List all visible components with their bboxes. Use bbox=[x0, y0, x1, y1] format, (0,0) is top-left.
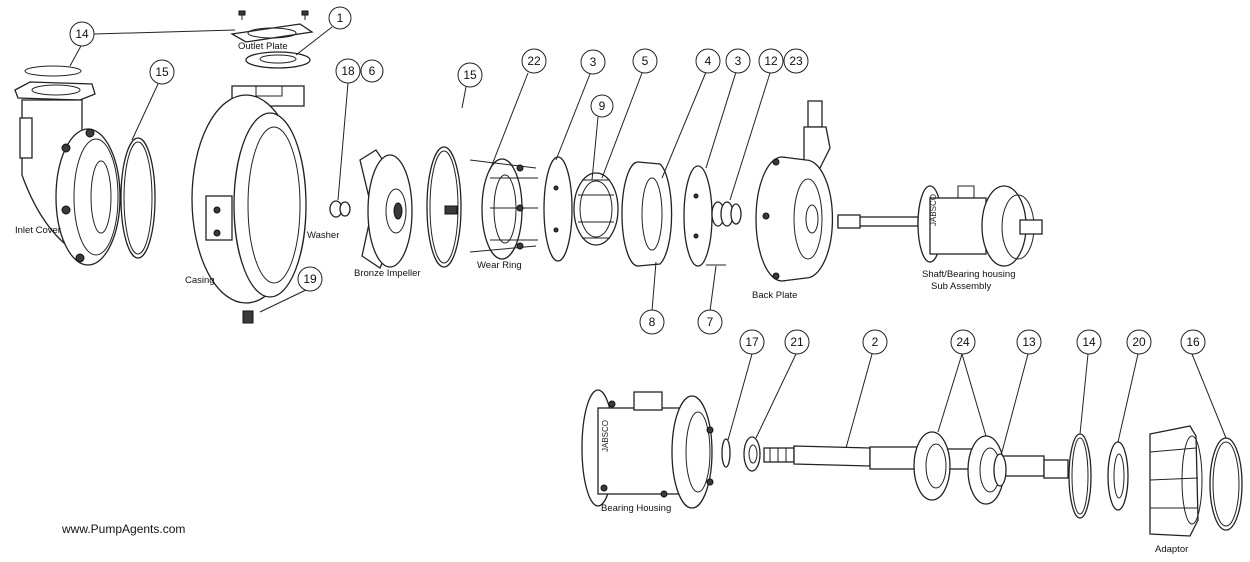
shaft-bearing-housing-sub-assembly: JABSCO Shaft/Bearing housing Sub Assembl… bbox=[837, 185, 1043, 292]
svg-text:20: 20 bbox=[1132, 335, 1146, 349]
washer-21 bbox=[743, 436, 761, 472]
callout-23: 23 bbox=[783, 48, 809, 74]
callout-24: 24 bbox=[950, 329, 976, 355]
seal-20 bbox=[1107, 441, 1129, 511]
callout-5: 5 bbox=[632, 48, 658, 74]
outlet-plate: Outlet Plate bbox=[230, 10, 314, 69]
callout-6: 6 bbox=[360, 59, 384, 83]
callout-1: 1 bbox=[328, 6, 352, 30]
svg-text:19: 19 bbox=[303, 272, 317, 286]
bearing-housing-label: Bearing Housing bbox=[601, 503, 671, 514]
shaft-housing-label-line1: Shaft/Bearing housing bbox=[922, 269, 1015, 280]
drain-plug bbox=[242, 310, 254, 324]
callout-15-left: 15 bbox=[149, 59, 175, 85]
callout-3-left: 3 bbox=[580, 49, 606, 75]
brand-text-upper: JABSCO bbox=[929, 194, 938, 226]
leader-lines bbox=[69, 26, 1227, 453]
svg-text:13: 13 bbox=[1022, 335, 1036, 349]
o-ring-15-left bbox=[120, 137, 156, 259]
svg-text:7: 7 bbox=[707, 315, 714, 329]
svg-text:5: 5 bbox=[642, 54, 649, 68]
callout-12: 12 bbox=[758, 48, 784, 74]
bearings-24 bbox=[913, 431, 1007, 505]
wear-ring-plate: Wear Ring bbox=[469, 158, 538, 271]
plate-3-right bbox=[683, 165, 713, 267]
watermark-text: www.PumpAgents.com bbox=[62, 522, 186, 536]
bronze-impeller-label: Bronze Impeller bbox=[354, 268, 421, 279]
callout-9: 9 bbox=[590, 94, 614, 118]
inlet-cover-label: Inlet Cover bbox=[15, 225, 61, 236]
seal-17 bbox=[721, 438, 731, 468]
callout-15-middle: 15 bbox=[457, 62, 483, 88]
svg-text:18: 18 bbox=[341, 64, 355, 78]
back-plate: Back Plate bbox=[752, 100, 834, 301]
shaft-housing-label-line2: Sub Assembly bbox=[931, 281, 991, 292]
wear-ring-label: Wear Ring bbox=[477, 260, 522, 271]
svg-text:3: 3 bbox=[735, 54, 742, 68]
svg-text:12: 12 bbox=[764, 54, 778, 68]
svg-text:15: 15 bbox=[155, 65, 169, 79]
svg-text:16: 16 bbox=[1186, 335, 1200, 349]
washer-label: Washer bbox=[307, 230, 339, 241]
svg-text:14: 14 bbox=[1082, 335, 1096, 349]
svg-text:9: 9 bbox=[599, 99, 606, 113]
brand-text-lower: JABSCO bbox=[601, 420, 610, 452]
svg-text:2: 2 bbox=[872, 335, 879, 349]
callout-8: 8 bbox=[639, 309, 665, 335]
bearing-housing: JABSCO Bearing Housing bbox=[581, 389, 714, 514]
svg-text:6: 6 bbox=[369, 64, 376, 78]
callout-4: 4 bbox=[695, 48, 721, 74]
svg-text:15: 15 bbox=[463, 68, 477, 82]
adaptor: Adaptor bbox=[1149, 425, 1203, 555]
gear-5 bbox=[573, 172, 619, 246]
o-ring-16 bbox=[1209, 437, 1243, 531]
adaptor-label: Adaptor bbox=[1155, 544, 1188, 555]
callout-7: 7 bbox=[697, 309, 723, 335]
callout-22: 22 bbox=[521, 48, 547, 74]
svg-text:24: 24 bbox=[956, 335, 970, 349]
callout-19: 19 bbox=[297, 266, 323, 292]
casing: Casing bbox=[185, 85, 307, 304]
callout-20: 20 bbox=[1126, 329, 1152, 355]
svg-text:14: 14 bbox=[75, 27, 89, 41]
svg-text:3: 3 bbox=[590, 55, 597, 69]
svg-text:1: 1 bbox=[337, 11, 344, 25]
callout-16: 16 bbox=[1180, 329, 1206, 355]
svg-text:8: 8 bbox=[649, 315, 656, 329]
callout-21: 21 bbox=[784, 329, 810, 355]
callout-14-lower: 14 bbox=[1076, 329, 1102, 355]
callout-14-upper: 14 bbox=[69, 21, 95, 47]
inlet-cover: Inlet Cover bbox=[14, 65, 121, 266]
casing-label: Casing bbox=[185, 275, 215, 286]
svg-text:17: 17 bbox=[745, 335, 759, 349]
o-ring-15-middle bbox=[426, 146, 462, 268]
callout-2: 2 bbox=[862, 329, 888, 355]
outlet-plate-label: Outlet Plate bbox=[238, 41, 288, 52]
callout-18: 18 bbox=[335, 58, 361, 84]
svg-text:22: 22 bbox=[527, 54, 541, 68]
washer: Washer bbox=[307, 200, 351, 241]
svg-text:21: 21 bbox=[790, 335, 804, 349]
callout-13: 13 bbox=[1016, 329, 1042, 355]
svg-text:23: 23 bbox=[789, 54, 803, 68]
cam-plate-3-left bbox=[543, 156, 573, 262]
svg-text:4: 4 bbox=[705, 54, 712, 68]
callout-17: 17 bbox=[739, 329, 765, 355]
callouts: 14 1 15 18 6 15 22 3 5 9 4 3 12 23 19 8 … bbox=[69, 6, 1206, 355]
back-plate-label: Back Plate bbox=[752, 290, 797, 301]
seal-12-23 bbox=[711, 201, 742, 227]
ring-4 bbox=[621, 161, 673, 267]
bronze-impeller: Bronze Impeller bbox=[354, 149, 421, 279]
callout-3-right: 3 bbox=[725, 48, 751, 74]
